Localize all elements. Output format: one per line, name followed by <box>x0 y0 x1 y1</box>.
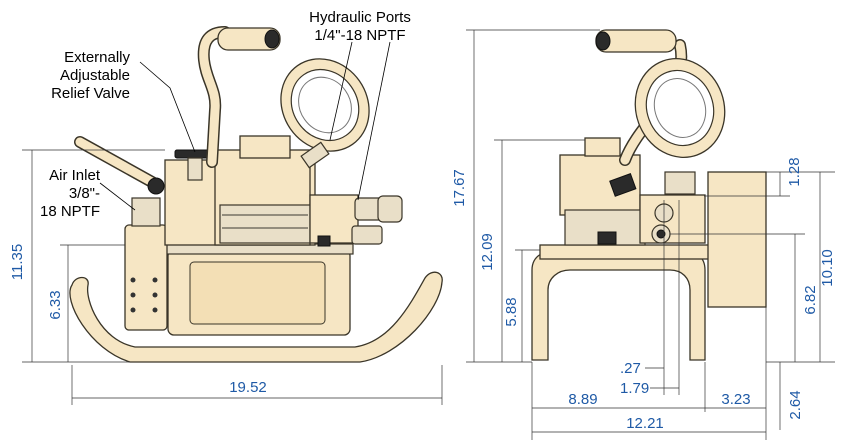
side-tank <box>539 244 711 260</box>
dim-depth-total: 12.21 <box>626 415 664 432</box>
front-inlet-fitting <box>131 197 161 227</box>
dim-right-mid: 6.82 <box>802 285 819 314</box>
dimension-lines <box>22 29 835 440</box>
side-view <box>531 29 767 361</box>
callout-relief-valve: Externally Adjustable Relief Valve <box>51 49 130 102</box>
dim-height-inlet: 6.33 <box>47 290 64 319</box>
dim-right-low: 2.64 <box>787 390 804 419</box>
dim-port-offset-1: .27 <box>620 360 641 377</box>
front-view <box>69 26 443 363</box>
dim-depth-a: 8.89 <box>568 391 597 408</box>
air-inlet-line1: Air Inlet <box>49 167 101 184</box>
front-manifold <box>219 204 311 244</box>
front-side-block <box>309 194 359 244</box>
front-coupler-bottom <box>351 225 383 245</box>
callout-hydraulic-ports: Hydraulic Ports 1/4"-18 NPTF <box>309 9 411 44</box>
hydraulic-ports-line2: 1/4"-18 NPTF <box>314 27 405 44</box>
front-tank-panel <box>189 261 326 325</box>
dim-depth-b: 3.23 <box>721 391 750 408</box>
relief-valve-line2: Adjustable <box>60 67 130 84</box>
dim-width-front: 19.52 <box>229 379 267 396</box>
side-box <box>707 171 767 308</box>
dim-height-total: 11.35 <box>9 244 26 280</box>
relief-valve-line3: Relief Valve <box>51 85 130 102</box>
dim-right-height: 10.10 <box>819 249 836 287</box>
dim-height-side-base: 5.88 <box>503 297 520 326</box>
dimension-labels: 11.35 6.33 19.52 17.67 12.09 5.88 .27 1.… <box>9 157 836 432</box>
front-handle-grip <box>217 27 281 51</box>
air-inlet-line3: 18 NPTF <box>40 203 100 220</box>
relief-valve-line1: Externally <box>64 49 130 66</box>
dim-port-offset-2: 1.79 <box>620 380 649 397</box>
front-air-motor <box>124 224 168 331</box>
dim-height-side-total: 17.67 <box>451 169 468 207</box>
side-gauge <box>634 58 726 158</box>
dim-height-side-body: 12.09 <box>479 233 496 271</box>
air-inlet-line2: 3/8"- <box>69 185 100 202</box>
callout-air-inlet: Air Inlet 3/8"- 18 NPTF <box>40 167 101 220</box>
dim-right-top: 1.28 <box>786 157 803 186</box>
front-top-block <box>239 135 291 159</box>
side-valve-block <box>639 194 706 244</box>
callout-leaders <box>99 41 391 211</box>
hydraulic-ports-line1: Hydraulic Ports <box>309 9 411 26</box>
